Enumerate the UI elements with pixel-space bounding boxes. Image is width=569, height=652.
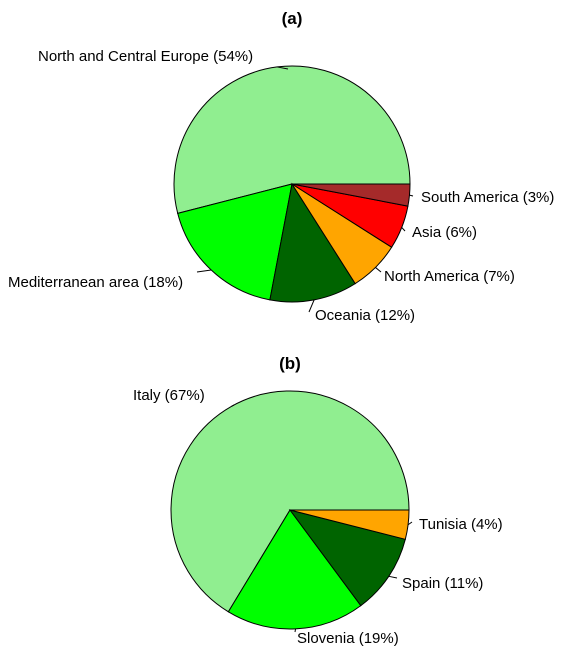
pie-chart-b: (b) Italy (67%) Slovenia (19%) Spain (11%)…: [133, 354, 503, 647]
pie-b-leader-3: [407, 521, 413, 526]
pie-a-slice-2: [269, 182, 356, 303]
pie-a-leader-3: [375, 267, 382, 273]
pie-a-slice-5: [291, 183, 411, 207]
pie-b-label-2: Spain (11%): [402, 575, 483, 592]
pie-a-leader-5: [409, 194, 414, 197]
chart-title-b: (b): [279, 354, 301, 373]
pie-b-leader-1: [294, 628, 297, 633]
pie-a-label-5: South America (3%): [421, 189, 554, 206]
pie-a-label-4: Asia (6%): [412, 224, 477, 241]
pie-a-label-3: North America (7%): [384, 268, 515, 285]
pie-b-label-0: Italy (67%): [133, 387, 205, 404]
pie-chart-a: (a) North and Central Europe (54%) Medite…: [8, 9, 554, 324]
pie-a-leader-1: [196, 269, 212, 273]
pie-b-leader-0: [231, 404, 235, 407]
pie-b-slice-3: [289, 509, 410, 540]
pie-a-label-2: Oceania (12%): [315, 307, 415, 324]
pie-a-label-0: North and Central Europe (54%): [38, 48, 253, 65]
pie-a-label-1: Mediterranean area (18%): [8, 274, 183, 291]
pie-a-leader-4: [401, 227, 406, 232]
pie-a-leader-2: [308, 299, 315, 313]
pie-b-label-1: Slovenia (19%): [297, 630, 399, 647]
pie-b-slice-1: [227, 509, 362, 630]
pie-a-slice-1: [177, 183, 293, 301]
pie-b-leader-2: [388, 575, 398, 579]
chart-title-a: (a): [282, 9, 303, 28]
pie-b-label-3: Tunisia (4%): [419, 516, 503, 533]
pie-b-slice-2: [288, 509, 406, 607]
pie-a-leader-0: [277, 66, 289, 70]
